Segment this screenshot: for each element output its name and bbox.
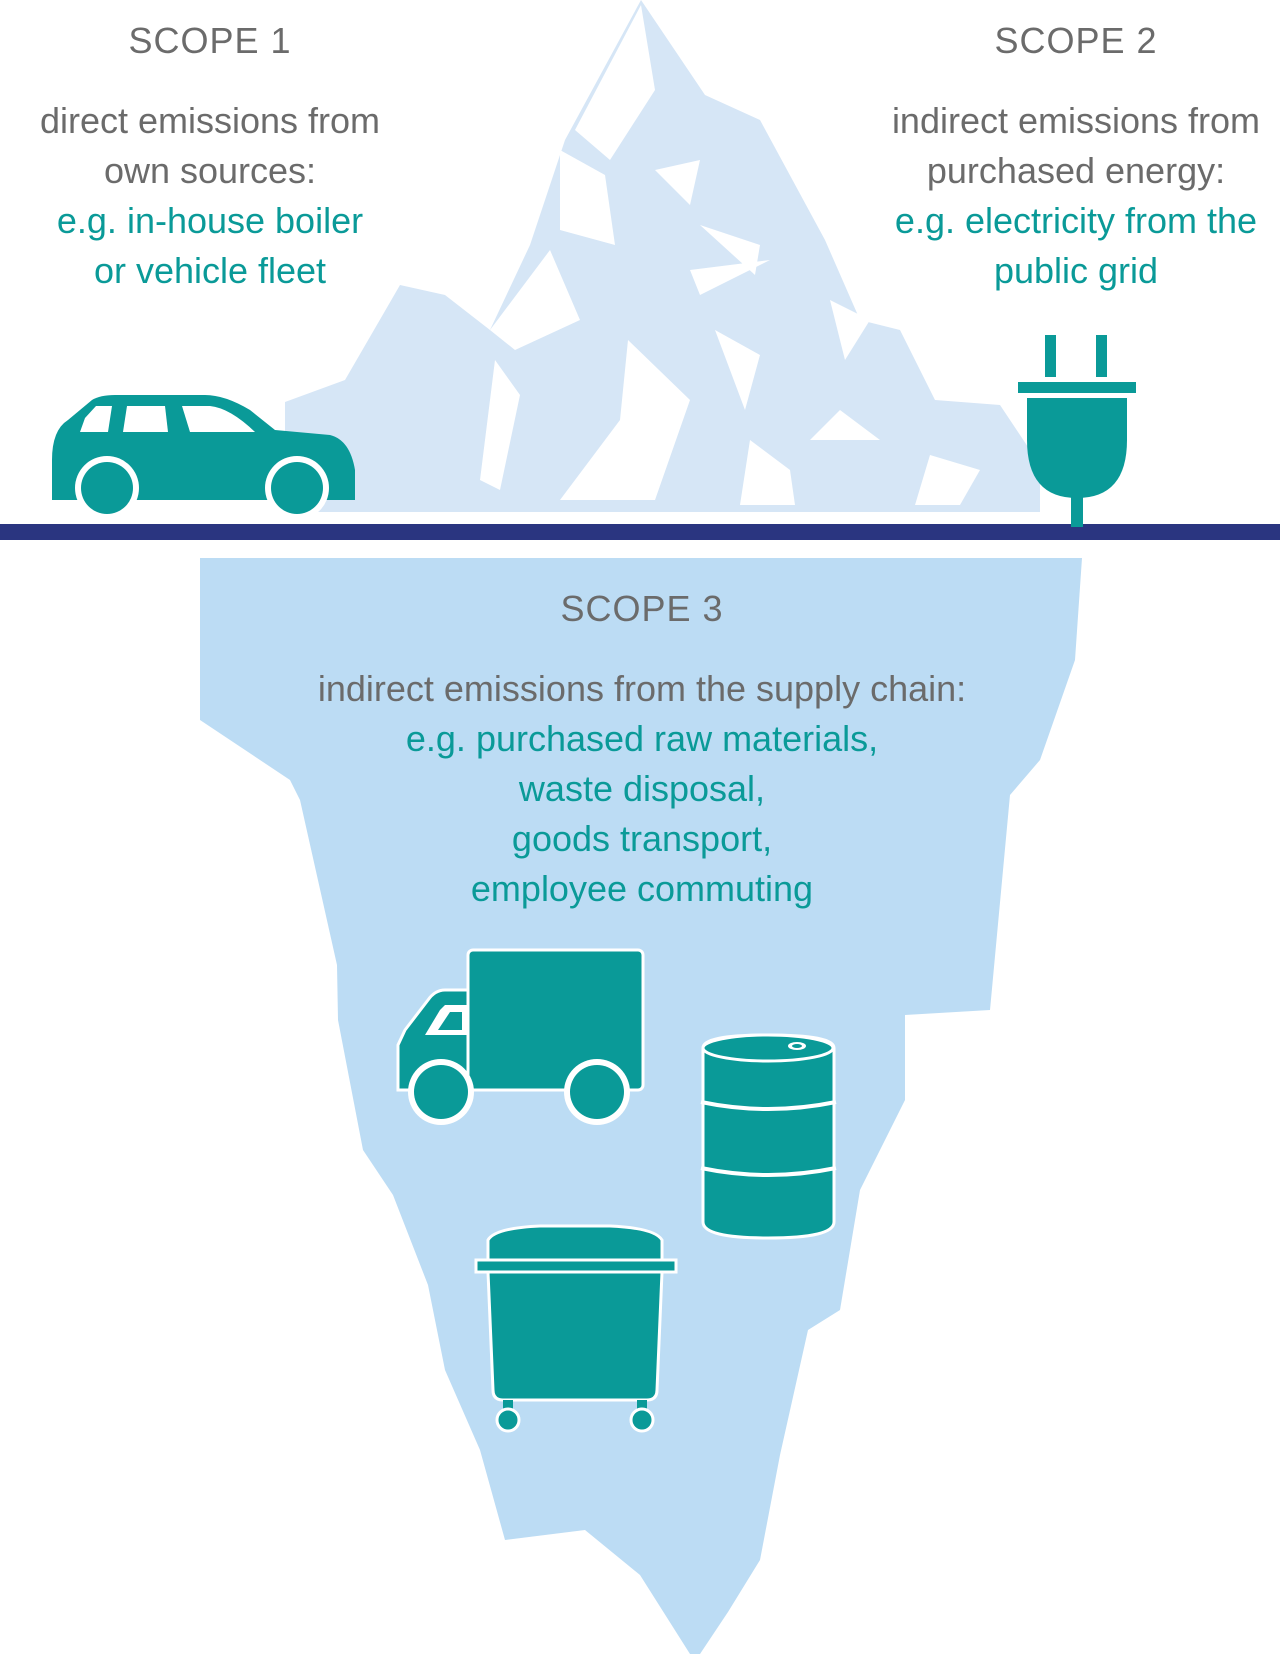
scope2-heading: SCOPE 2: [994, 20, 1158, 61]
scope3-example-line: goods transport,: [511, 818, 773, 859]
car-icon: [52, 395, 355, 520]
scope1-heading: SCOPE 1: [128, 20, 292, 61]
scope2-example-line: e.g. electricity from the: [894, 200, 1258, 241]
iceberg-tip: [285, 0, 1040, 512]
plug-icon: [1018, 335, 1136, 527]
waste-container-icon: [474, 1224, 678, 1433]
scope2-desc-line: indirect emissions from: [891, 100, 1261, 141]
truck-icon: [396, 948, 645, 1125]
waterline: [0, 524, 1280, 540]
scope1-example-line: or vehicle fleet: [93, 250, 327, 291]
scope3-heading: SCOPE 3: [560, 588, 724, 629]
scope3-example-line: waste disposal,: [518, 768, 766, 809]
scope2-text: indirect emissions from purchased energy…: [876, 96, 1276, 296]
scope1-text: direct emissions from own sources: e.g. …: [20, 96, 400, 296]
scope1-desc-line: direct emissions from: [39, 100, 381, 141]
scope1-desc-line: own sources:: [103, 150, 317, 191]
scope3-desc-line: indirect emissions from the supply chain…: [317, 668, 967, 709]
scope3-text: indirect emissions from the supply chain…: [292, 664, 992, 914]
barrel-icon: [700, 1033, 837, 1240]
iceberg-underwater: [200, 558, 1082, 1654]
scope1-example-line: e.g. in-house boiler: [56, 200, 364, 241]
scope2-example-line: public grid: [993, 250, 1159, 291]
scope3-example-line: e.g. purchased raw materials,: [405, 718, 879, 759]
scope3-example-line: employee commuting: [470, 868, 814, 909]
scope2-desc-line: purchased energy:: [926, 150, 1226, 191]
